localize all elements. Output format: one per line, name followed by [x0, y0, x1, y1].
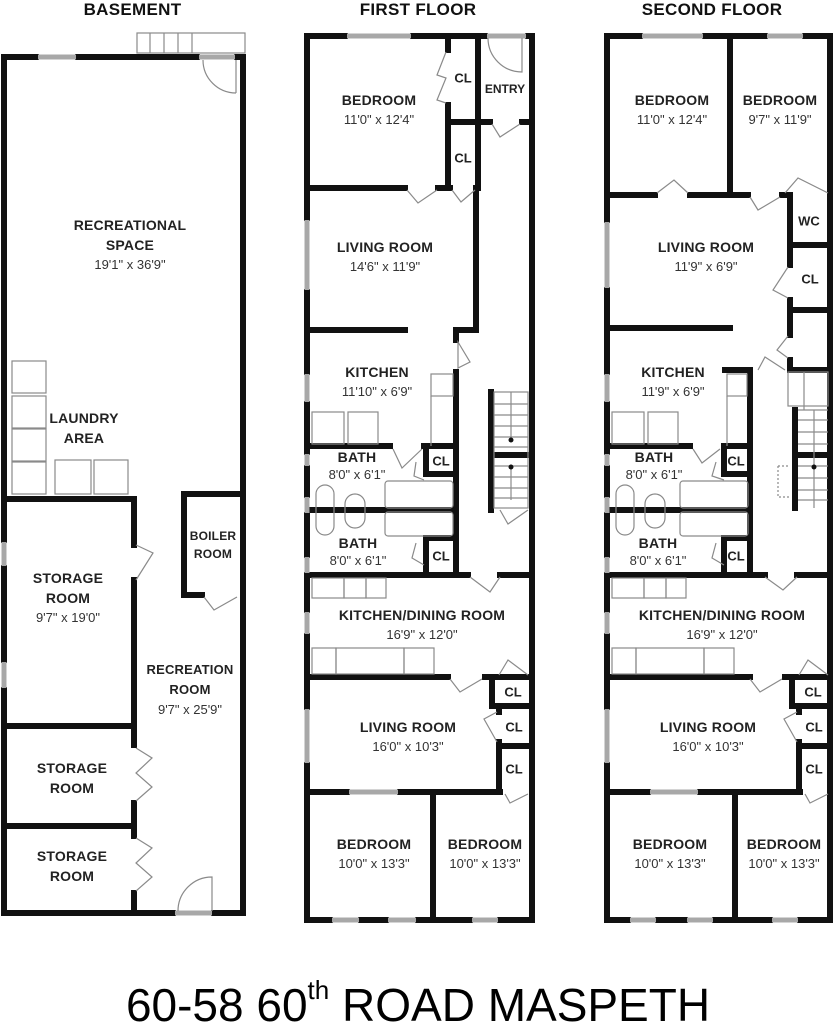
fixtures [11, 32, 829, 912]
first-bedroom-rear-left-label: BEDROOM 10'0" x 13'3" [336, 836, 412, 871]
first-kitchen-label: KITCHEN 11'10" x 6'9" [341, 364, 413, 399]
second-floor-walls [604, 33, 833, 923]
windows [1, 33, 803, 923]
second-bath-2-closet-label: CL [727, 548, 745, 564]
first-closet-1-label: CL [454, 70, 472, 86]
second-bedroom-rear-left-label: BEDROOM 10'0" x 13'3" [632, 836, 708, 871]
second-living-room-label: LIVING ROOM 11'9" x 6'9" [657, 239, 755, 274]
second-closet-1-label: CL [801, 271, 819, 287]
address-number: 60-58 [125, 979, 244, 1031]
second-bedroom-rear-right-label: BEDROOM 10'0" x 13'3" [746, 836, 822, 871]
basement-storage-room-2-label: STORAGE ROOM [36, 760, 108, 796]
second-floor-title: SECOND FLOOR [641, 0, 783, 19]
address-ordinal-suffix: th [307, 975, 330, 1005]
second-closet-2-label: CL [804, 684, 822, 700]
stair-arrows [508, 437, 817, 470]
basement-walls [1, 54, 246, 916]
first-bedroom-rear-right-label: BEDROOM 10'0" x 13'3" [447, 836, 523, 871]
second-closet-3-label: CL [805, 719, 823, 735]
basement-recreational-space-label: RECREATIONAL SPACE 19'1" x 36'9" [73, 217, 187, 272]
first-living-room-label: LIVING ROOM 14'6" x 11'9" [336, 239, 434, 274]
floor-plan-drawing [1, 32, 833, 923]
second-living-room-rear-label: LIVING ROOM 16'0" x 10'3" [659, 719, 757, 754]
first-closet-2-label: CL [454, 150, 472, 166]
address-street-name: ROAD MASPETH [342, 979, 711, 1031]
first-living-room-rear-label: LIVING ROOM 16'0" x 10'3" [359, 719, 457, 754]
second-closet-4-label: CL [805, 761, 823, 777]
basement-title: BASEMENT [83, 0, 182, 19]
basement-laundry-area-label: LAUNDRY AREA [49, 410, 119, 446]
address-street-number: 60 [256, 979, 308, 1031]
second-bedroom-front-right-label: BEDROOM 9'7" x 11'9" [742, 92, 818, 127]
property-address: 60-58 60th ROAD MASPETH [0, 975, 836, 1032]
basement-storage-room-1-label: STORAGE ROOM 9'7" x 19'0" [32, 570, 104, 625]
first-entry-label: ENTRY [484, 82, 526, 96]
second-bath-1-closet-label: CL [727, 453, 745, 469]
first-floor-walls [304, 33, 535, 923]
first-closet-3-label: CL [504, 684, 522, 700]
first-bath-1-closet-label: CL [432, 453, 450, 469]
basement-boiler-room-label: BOILER ROOM [189, 529, 237, 561]
basement-recreation-room-label: RECREATION ROOM 9'7" x 25'9" [146, 662, 234, 717]
basement-storage-room-3-label: STORAGE ROOM [36, 848, 108, 884]
second-kitchen-label: KITCHEN 11'9" x 6'9" [641, 364, 705, 399]
second-bath-1-label: BATH 8'0" x 6'1" [625, 449, 683, 482]
first-closet-5-label: CL [505, 761, 523, 777]
first-bath-1-label: BATH 8'0" x 6'1" [328, 449, 386, 482]
first-bath-2-label: BATH 8'0" x 6'1" [329, 535, 387, 568]
first-bath-2-closet-label: CL [432, 548, 450, 564]
second-wc-label: WC [798, 213, 820, 229]
first-floor-title: FIRST FLOOR [359, 0, 477, 19]
second-bath-2-label: BATH 8'0" x 6'1" [629, 535, 687, 568]
first-closet-4-label: CL [505, 719, 523, 735]
second-bedroom-front-left-label: BEDROOM 11'0" x 12'4" [634, 92, 710, 127]
second-kitchen-dining-label: KITCHEN/DINING ROOM 16'9" x 12'0" [638, 607, 806, 642]
first-kitchen-dining-label: KITCHEN/DINING ROOM 16'9" x 12'0" [338, 607, 506, 642]
floor-plan: BASEMENT FIRST FLOOR SECOND FLOOR [1, 0, 833, 923]
first-bedroom-front-label: BEDROOM 11'0" x 12'4" [341, 92, 417, 127]
